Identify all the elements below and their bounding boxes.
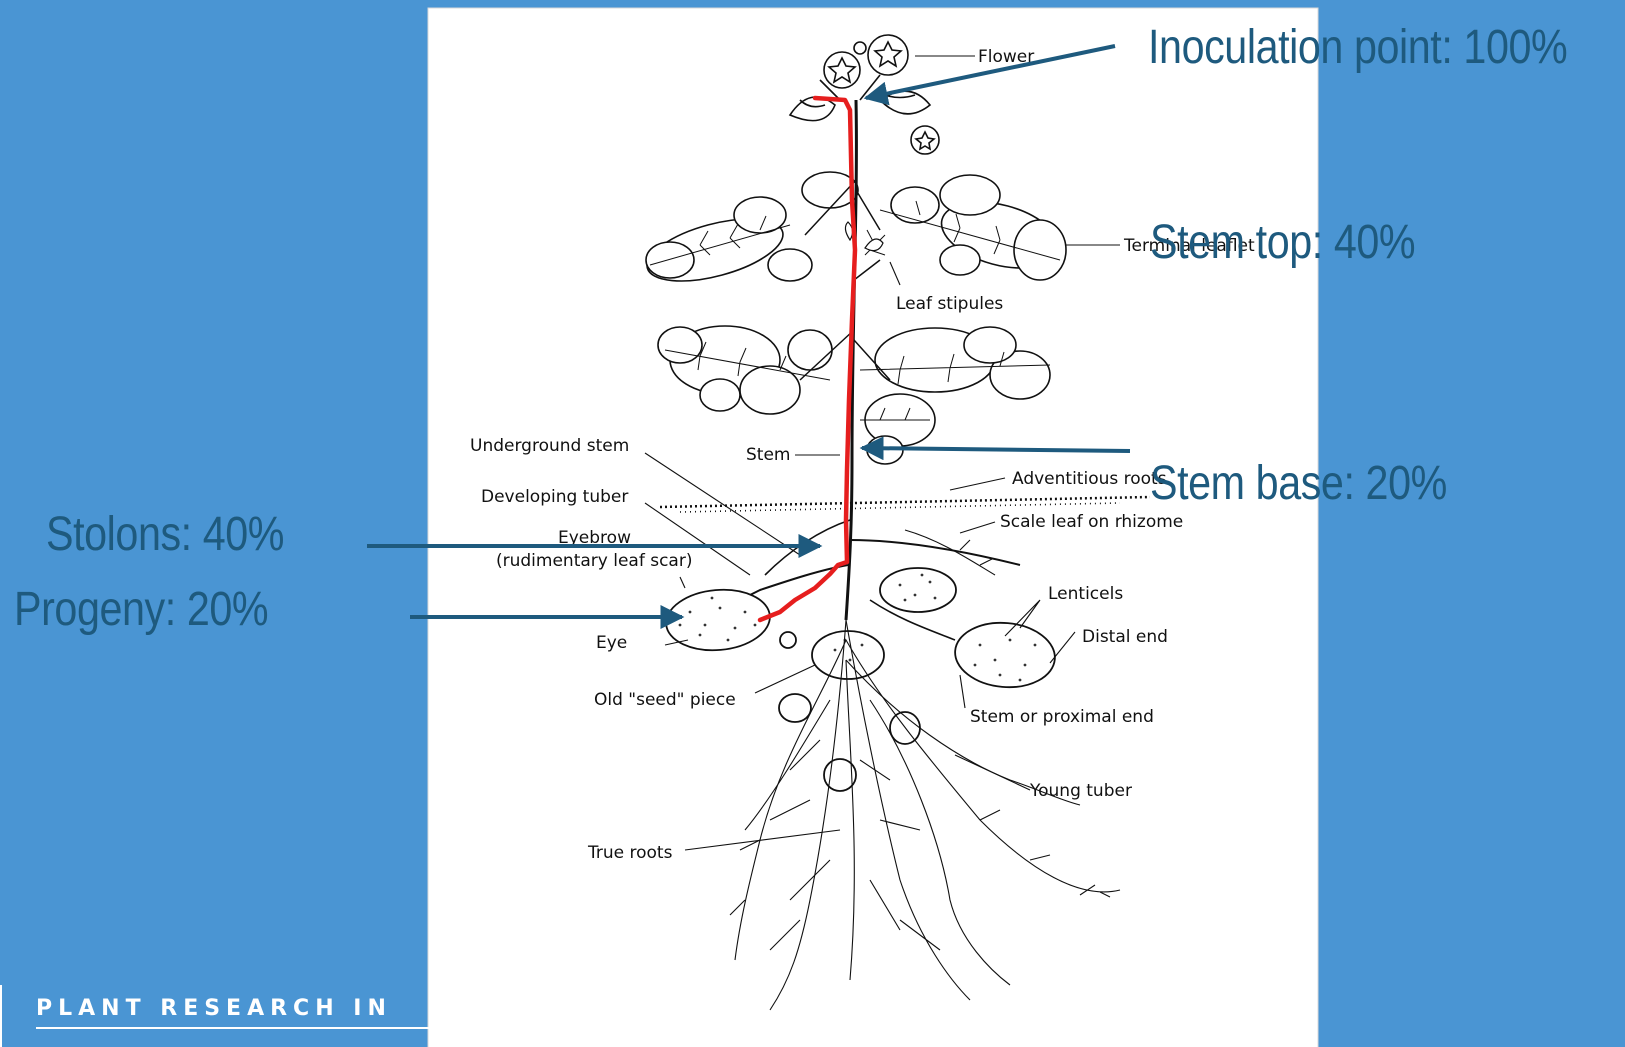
label-old-seed-piece: Old "seed" piece xyxy=(594,690,736,710)
label-eye: Eye xyxy=(596,633,627,653)
stolons-label: Stolons: 40% xyxy=(46,511,284,559)
label-adventitious-roots: Adventitious roots xyxy=(1012,469,1167,489)
footer-brand-text: PLANT RESEARCH IN xyxy=(36,996,392,1021)
inoculation-point-label: Inoculation point: 100% xyxy=(1148,24,1567,72)
progeny-label: Progeny: 20% xyxy=(14,586,268,634)
label-underground-stem: Underground stem xyxy=(470,436,629,456)
label-young-tuber: Young tuber xyxy=(1029,781,1132,801)
label-true-roots: True roots xyxy=(587,843,673,863)
footer-corner-mark xyxy=(0,985,8,1047)
label-stem: Stem xyxy=(746,445,790,465)
label-distal-end: Distal end xyxy=(1082,627,1168,647)
footer-underline xyxy=(36,1027,446,1029)
label-stem-proximal: Stem or proximal end xyxy=(970,707,1154,727)
label-scale-leaf: Scale leaf on rhizome xyxy=(1000,512,1183,532)
stem-base-label: Stem base: 20% xyxy=(1150,460,1447,508)
label-developing-tuber: Developing tuber xyxy=(481,487,628,507)
stem-top-label: Stem top: 40% xyxy=(1150,219,1415,267)
label-eyebrow-note: (rudimentary leaf scar) xyxy=(496,551,692,571)
label-lenticels: Lenticels xyxy=(1048,584,1123,604)
label-leaf-stipules: Leaf stipules xyxy=(896,294,1003,314)
